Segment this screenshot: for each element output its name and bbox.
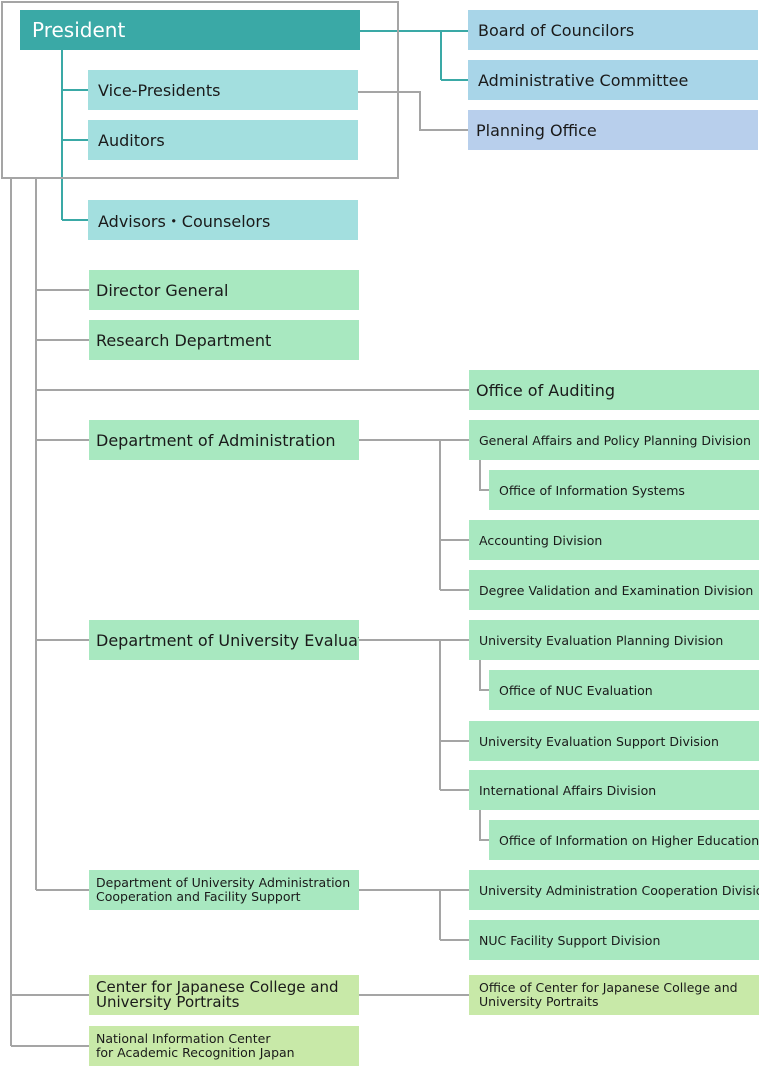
planning-office-label: Planning Office [476, 120, 597, 140]
office-nuc-evaluation-label: Office of NUC Evaluation [499, 682, 653, 698]
nic-label-line2: for Academic Recognition Japan [96, 1045, 295, 1060]
vice-presidents-label: Vice-Presidents [98, 80, 221, 100]
office-center-portraits-box: Office of Center for Japanese College an… [469, 975, 759, 1015]
dept-cooperation-label-line2: Cooperation and Facility Support [96, 889, 301, 904]
nic-label-line1: National Information Center [96, 1031, 271, 1046]
office-info-higher-ed-label: Office of Information on Higher Educatio… [499, 832, 759, 848]
center-portraits-label-line1: Center for Japanese College and [96, 978, 339, 996]
evaluation-support-division-box: University Evaluation Support Division [469, 721, 759, 761]
auditors-label: Auditors [98, 130, 165, 150]
office-of-auditing-box: Office of Auditing [469, 370, 759, 410]
general-affairs-division-box: General Affairs and Policy Planning Divi… [469, 420, 759, 460]
cooperation-division-box: University Administration Cooperation Di… [469, 870, 759, 910]
evaluation-planning-division-box: University Evaluation Planning Division [469, 620, 759, 660]
planning-office-box: Planning Office [468, 110, 758, 150]
dept-administration-label: Department of Administration [96, 430, 336, 450]
office-info-systems-label: Office of Information Systems [499, 482, 685, 498]
evaluation-support-division-label: University Evaluation Support Division [479, 733, 719, 749]
office-nuc-evaluation-box: Office of NUC Evaluation [489, 670, 759, 710]
vice-presidents-box: Vice-Presidents [88, 70, 358, 110]
degree-validation-division-box: Degree Validation and Examination Divisi… [469, 570, 759, 610]
international-affairs-division-box: International Affairs Division [469, 770, 759, 810]
dept-evaluation-label: Department of University Evaluation [96, 630, 359, 650]
dept-administration-box: Department of Administration [89, 420, 359, 460]
research-department-box: Research Department [89, 320, 359, 360]
dept-cooperation-label-line1: Department of University Administration [96, 875, 351, 890]
director-general-box: Director General [89, 270, 359, 310]
executive-group-frame [1, 1, 399, 179]
board-of-councilors-box: Board of Councilors [468, 10, 758, 50]
auditors-box: Auditors [88, 120, 358, 160]
board-of-councilors-label: Board of Councilors [478, 20, 635, 40]
accounting-division-box: Accounting Division [469, 520, 759, 560]
international-affairs-division-label: International Affairs Division [479, 782, 657, 798]
evaluation-planning-division-label: University Evaluation Planning Division [479, 632, 724, 648]
office-center-portraits-label-line1: Office of Center for Japanese College an… [479, 980, 738, 995]
advisors-counselors-label: Advisors・Counselors [98, 212, 271, 231]
accounting-division-label: Accounting Division [479, 532, 603, 548]
office-info-higher-ed-box: Office of Information on Higher Educatio… [489, 820, 759, 860]
director-general-label: Director General [96, 280, 229, 300]
administrative-committee-box: Administrative Committee [468, 60, 758, 100]
general-affairs-division-label: General Affairs and Policy Planning Divi… [479, 432, 751, 448]
office-center-portraits-label-line2: University Portraits [479, 994, 599, 1009]
facility-support-division-box: NUC Facility Support Division [469, 920, 759, 960]
advisors-counselors-box: Advisors・Counselors [88, 200, 358, 240]
president-label: President [32, 18, 126, 42]
degree-validation-division-label: Degree Validation and Examination Divisi… [479, 582, 754, 598]
office-of-auditing-label: Office of Auditing [476, 380, 615, 400]
cooperation-division-label: University Administration Cooperation Di… [479, 882, 759, 898]
dept-evaluation-box: Department of University Evaluation [89, 620, 359, 660]
research-department-label: Research Department [96, 330, 272, 350]
president-box: President [20, 10, 360, 50]
office-info-systems-box: Office of Information Systems [489, 470, 759, 510]
center-portraits-label-line2: University Portraits [96, 993, 240, 1011]
administrative-committee-label: Administrative Committee [478, 70, 689, 90]
facility-support-division-label: NUC Facility Support Division [479, 932, 661, 948]
